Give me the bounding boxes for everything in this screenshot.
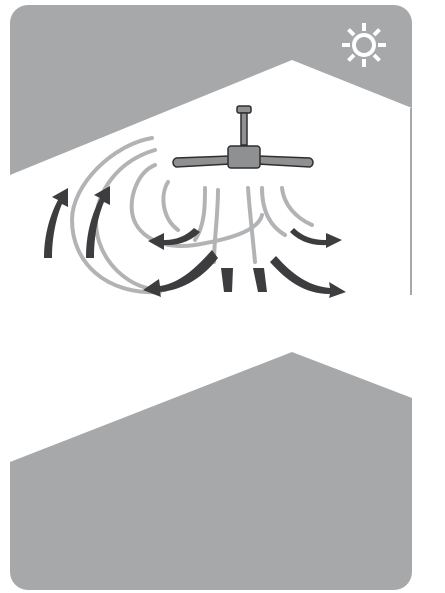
fan-motor-housing	[228, 146, 260, 168]
fan-downrod	[241, 113, 247, 145]
fan-mount	[237, 106, 251, 113]
